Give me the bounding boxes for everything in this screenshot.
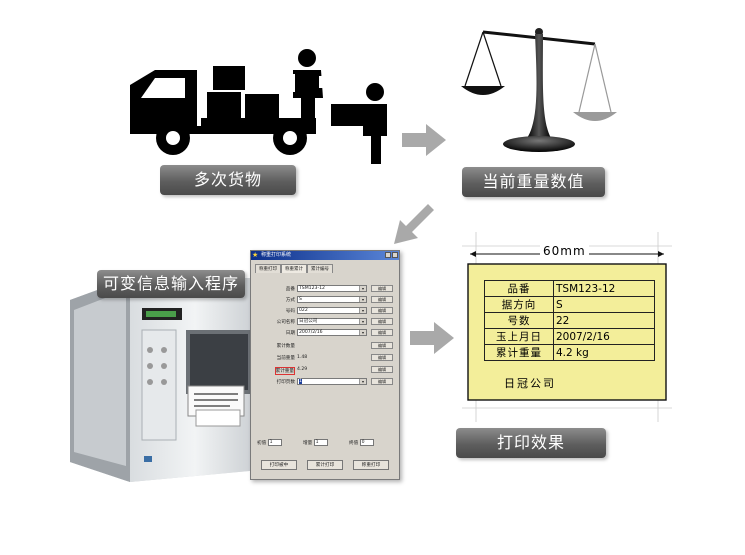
edit-button[interactable]: 编辑	[371, 378, 393, 385]
readonly-label: 累计重量	[275, 367, 295, 375]
field-value: 日冠公司	[299, 319, 317, 324]
field-value: 2007/2/16	[299, 330, 323, 335]
counter-step: 增量 1	[303, 439, 328, 446]
accumulated-weight-value: 4.29	[297, 367, 307, 372]
edit-button[interactable]: 编辑	[371, 329, 393, 336]
chevron-down-icon[interactable]: ▾	[359, 297, 366, 302]
edit-button[interactable]: 编辑	[371, 285, 393, 292]
label-width-dimension: 60mm	[540, 244, 589, 258]
goods-label: 多次货物	[160, 165, 296, 195]
edit-button[interactable]: 编辑	[371, 318, 393, 325]
minimize-icon[interactable]	[385, 252, 391, 258]
field-label: 号码	[286, 308, 295, 314]
tab-weigh-print[interactable]: 称重打印	[255, 264, 281, 273]
counter-end-input[interactable]: 0	[360, 439, 374, 446]
table-row: 累计重量 4.2 kg	[485, 345, 655, 361]
field-label: 日期	[286, 330, 295, 336]
print-count-select[interactable]: 1▾	[297, 378, 367, 385]
arrow-down-left-icon	[388, 200, 438, 250]
edit-button[interactable]: 编辑	[371, 354, 393, 361]
arrow-right-icon	[400, 120, 450, 160]
tab-weigh-accumulate[interactable]: 称重累计	[281, 264, 307, 273]
weighing-print-dialog: ★ 称重打印系统 称重打印称重累计累计编号 品番 TSM123-12▾ 编辑 方…	[250, 250, 400, 480]
chevron-down-icon[interactable]: ▾	[359, 379, 366, 384]
weigh-print-button[interactable]: 称重打印	[353, 460, 389, 470]
table-row: 号数 22	[485, 313, 655, 329]
counter-step-input[interactable]: 1	[314, 439, 328, 446]
counter-label: 增量	[303, 441, 312, 446]
label-info-table: 品番 TSM123-12 据方向 S 号数 22 玉上月日 2007/2/16 …	[484, 280, 655, 361]
accumulate-print-button[interactable]: 累计打印	[307, 460, 343, 470]
table-key: 玉上月日	[485, 329, 554, 345]
counter-label: 终值	[349, 441, 358, 446]
table-value: S	[554, 297, 655, 313]
part-number-select[interactable]: TSM123-12 ▾	[297, 285, 367, 292]
company-name: 日冠公司	[504, 375, 556, 391]
app-star-icon: ★	[252, 251, 258, 260]
tab-accumulate-number[interactable]: 累计编号	[307, 264, 333, 273]
counter-label: 初值	[257, 441, 266, 446]
arrow-right-icon	[408, 318, 458, 358]
counter-end: 终值 0	[349, 439, 374, 446]
table-value: TSM123-12	[554, 281, 655, 297]
table-key: 据方向	[485, 297, 554, 313]
label-printer-image	[70, 270, 260, 485]
field-label: 打印页数	[277, 379, 295, 385]
counter-start: 初值 1	[257, 439, 282, 446]
table-key: 号数	[485, 313, 554, 329]
field-value: TSM123-12	[299, 286, 325, 291]
field-value: 1	[299, 379, 302, 384]
close-icon[interactable]	[392, 252, 398, 258]
counter-start-input[interactable]: 1	[268, 439, 282, 446]
date-select[interactable]: 2007/2/16 ▾	[297, 329, 367, 336]
readonly-label: 当前重量	[277, 355, 295, 361]
table-key: 累计重量	[485, 345, 554, 361]
current-weight-label: 当前重量数值	[462, 167, 605, 197]
print-effect-label: 打印效果	[456, 428, 606, 458]
field-label: 品番	[286, 286, 295, 292]
truck-delivery-icon	[125, 40, 395, 170]
chevron-down-icon[interactable]: ▾	[359, 308, 366, 313]
input-program-label: 可变信息输入程序	[97, 270, 245, 298]
field-value: 022	[299, 308, 308, 313]
current-weight-value: 1.48	[297, 355, 307, 360]
readonly-label: 累计数量	[277, 343, 295, 349]
edit-button[interactable]: 编辑	[371, 342, 393, 349]
table-value: 4.2 kg	[554, 345, 655, 361]
field-label: 公司名称	[277, 319, 295, 325]
table-value: 22	[554, 313, 655, 329]
edit-button[interactable]: 编辑	[371, 296, 393, 303]
chevron-down-icon[interactable]: ▾	[359, 286, 366, 291]
edit-button[interactable]: 编辑	[371, 366, 393, 373]
table-row: 玉上月日 2007/2/16	[485, 329, 655, 345]
table-row: 据方向 S	[485, 297, 655, 313]
table-key: 品番	[485, 281, 554, 297]
table-value: 2007/2/16	[554, 329, 655, 345]
chevron-down-icon[interactable]: ▾	[359, 330, 366, 335]
balance-scale-icon	[455, 20, 625, 160]
number-select[interactable]: 022 ▾	[297, 307, 367, 314]
print-button-1[interactable]: 打印被中	[261, 460, 297, 470]
method-select[interactable]: S▾	[297, 296, 367, 303]
dialog-title: 称重打印系统	[261, 252, 291, 258]
company-select[interactable]: 日冠公司 ▾	[297, 318, 367, 325]
dialog-titlebar: ★ 称重打印系统	[251, 251, 399, 260]
chevron-down-icon[interactable]: ▾	[359, 319, 366, 324]
field-label: 方式	[286, 297, 295, 303]
field-value: S	[299, 297, 302, 302]
table-row: 品番 TSM123-12	[485, 281, 655, 297]
edit-button[interactable]: 编辑	[371, 307, 393, 314]
